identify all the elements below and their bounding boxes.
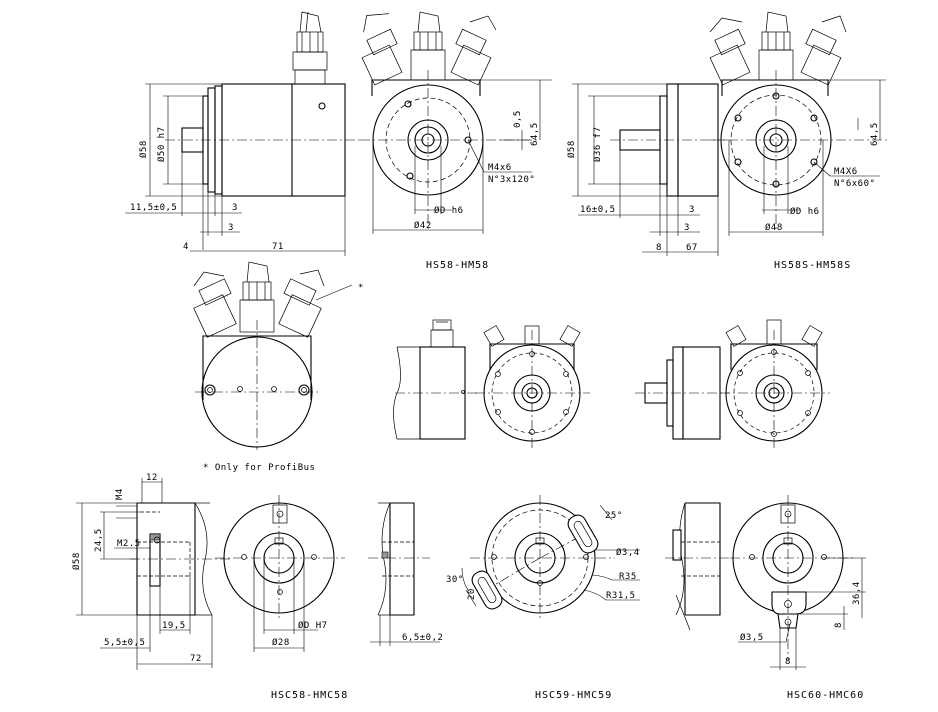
hs58-d42-label: Ø42 xyxy=(414,220,432,231)
hsc58-caption: HSC58-HMC58 xyxy=(271,690,348,701)
hs58-w3b-label: 3 xyxy=(228,223,234,233)
hs58s-w67-label: 67 xyxy=(686,243,698,253)
hs58-n3-label: N°3x120° xyxy=(488,175,535,185)
hsc58-d58-label: Ø58 xyxy=(71,552,82,570)
hs58s-side-view: Ø58 Ø36 f7 16±0,5 3 3 8 67 xyxy=(566,83,730,256)
hsc59-a30-label: 30° xyxy=(446,575,464,585)
hsc59-side-view: 6,5±0,2 xyxy=(368,502,443,646)
hsc60-side-view xyxy=(665,502,730,631)
hs58-h05-label: 0,5 xyxy=(513,110,523,128)
hs58-d50h7-label: Ø50 h7 xyxy=(156,126,167,162)
hsc59-d34-label: Ø3,4 xyxy=(616,547,640,558)
hsc60-h8-label: 8 xyxy=(834,622,844,628)
hs58-side-view: Ø58 Ø50 h7 11,5±0,5 3 3 4 71 xyxy=(125,11,360,256)
hs58s-n6-label: N°6x60° xyxy=(834,179,875,189)
hsc58-d28-label: Ø28 xyxy=(272,637,290,648)
hsc58-m4-label: M4 xyxy=(115,488,125,500)
hs58s-h645-label: 64,5 xyxy=(870,122,880,146)
hs58-w4-label: 4 xyxy=(183,242,189,252)
hsc58-w72-label: 72 xyxy=(190,654,202,664)
hs58s-m4-label: M4X6 xyxy=(834,167,858,177)
hsc58-w55-label: 5,5±0,5 xyxy=(104,638,145,648)
hs58-d58-label: Ø58 xyxy=(138,140,149,158)
m12-shaft-side-view xyxy=(635,346,730,440)
hsc60-h364-label: 36,4 xyxy=(852,581,862,605)
hsc59-w65-label: 6,5±0,2 xyxy=(402,633,443,643)
hs58-dh6-label: ØD h6 xyxy=(434,205,464,216)
hsc60-w8-label: 8 xyxy=(785,657,791,667)
hsc59-caption: HSC59-HMC59 xyxy=(535,690,612,701)
asterisk-note-marker: * xyxy=(358,283,364,293)
hsc58-h245-label: 24,5 xyxy=(94,528,104,552)
hsc59-w20-label: 20 xyxy=(467,588,477,600)
hsc59-r35-label: R35 xyxy=(619,572,637,582)
hsc58-w195-label: 19,5 xyxy=(162,621,186,631)
hs58s-w3a-label: 3 xyxy=(689,205,695,215)
hs58s-d36f7-label: Ø36 f7 xyxy=(592,126,603,162)
m12-side-view xyxy=(393,319,480,440)
hs58-cable-glands xyxy=(361,11,497,86)
m12-shaft-front-view xyxy=(720,319,830,450)
hs58-w115-label: 11,5±0,5 xyxy=(130,203,177,213)
profibus-variant-view: * * Only for ProfiBus xyxy=(193,261,364,473)
hs58s-caption: HS58S-HM58S xyxy=(774,260,851,271)
hsc60-front-view: 36,4 8 Ø3,5 8 HSC60-HMC60 xyxy=(730,495,866,701)
hsc59-a25-label: 25° xyxy=(605,511,623,521)
hs58-h645-label: 64,5 xyxy=(530,122,540,146)
hs58s-front-view: 64,5 M4X6 N°6x60° ØD h6 Ø48 HS58S-HM58S xyxy=(709,11,890,271)
hs58s-d58-label: Ø58 xyxy=(566,140,577,158)
hs58s-w8-label: 8 xyxy=(656,243,662,253)
hs58s-dh6-label: ØD h6 xyxy=(790,206,820,217)
hs58-front-view: 0,5 64,5 M4x6 N°3x120° ØD h6 Ø42 HS58-HM… xyxy=(360,11,552,271)
hs58-w71-label: 71 xyxy=(272,242,284,252)
profibus-cable-glands xyxy=(193,261,325,338)
hsc58-m25-label: M2.5 xyxy=(117,539,141,549)
hs58s-w16-label: 16±0,5 xyxy=(580,205,616,215)
hsc58-side-view: 12 M4 24,5 M2.5 Ø58 19,5 5,5±0,5 72 xyxy=(71,473,230,670)
hsc60-d35-label: Ø3,5 xyxy=(740,632,764,643)
hs58-m4-label: M4x6 xyxy=(488,163,512,173)
hs58-caption: HS58-HM58 xyxy=(426,260,489,271)
profibus-note: * Only for ProfiBus xyxy=(203,463,315,473)
hsc59-front-view: 25° Ø3,4 R35 R31,5 30° 20 HSC59-HMC59 xyxy=(446,495,640,701)
hsc60-caption: HSC60-HMC60 xyxy=(787,690,864,701)
hsc58-dH7-label: ØD H7 xyxy=(298,620,328,631)
hs58s-cable-glands xyxy=(709,11,847,86)
hs58s-d48-label: Ø48 xyxy=(765,222,783,233)
hsc58-front-view: ØD H7 Ø28 HSC58-HMC58 xyxy=(215,495,348,701)
hsc58-w12-label: 12 xyxy=(146,473,158,483)
hsc59-r315-label: R31,5 xyxy=(606,591,636,601)
hs58s-w3b-label: 3 xyxy=(684,223,690,233)
m12-front-view xyxy=(475,325,590,450)
hs58-w3a-label: 3 xyxy=(232,203,238,213)
